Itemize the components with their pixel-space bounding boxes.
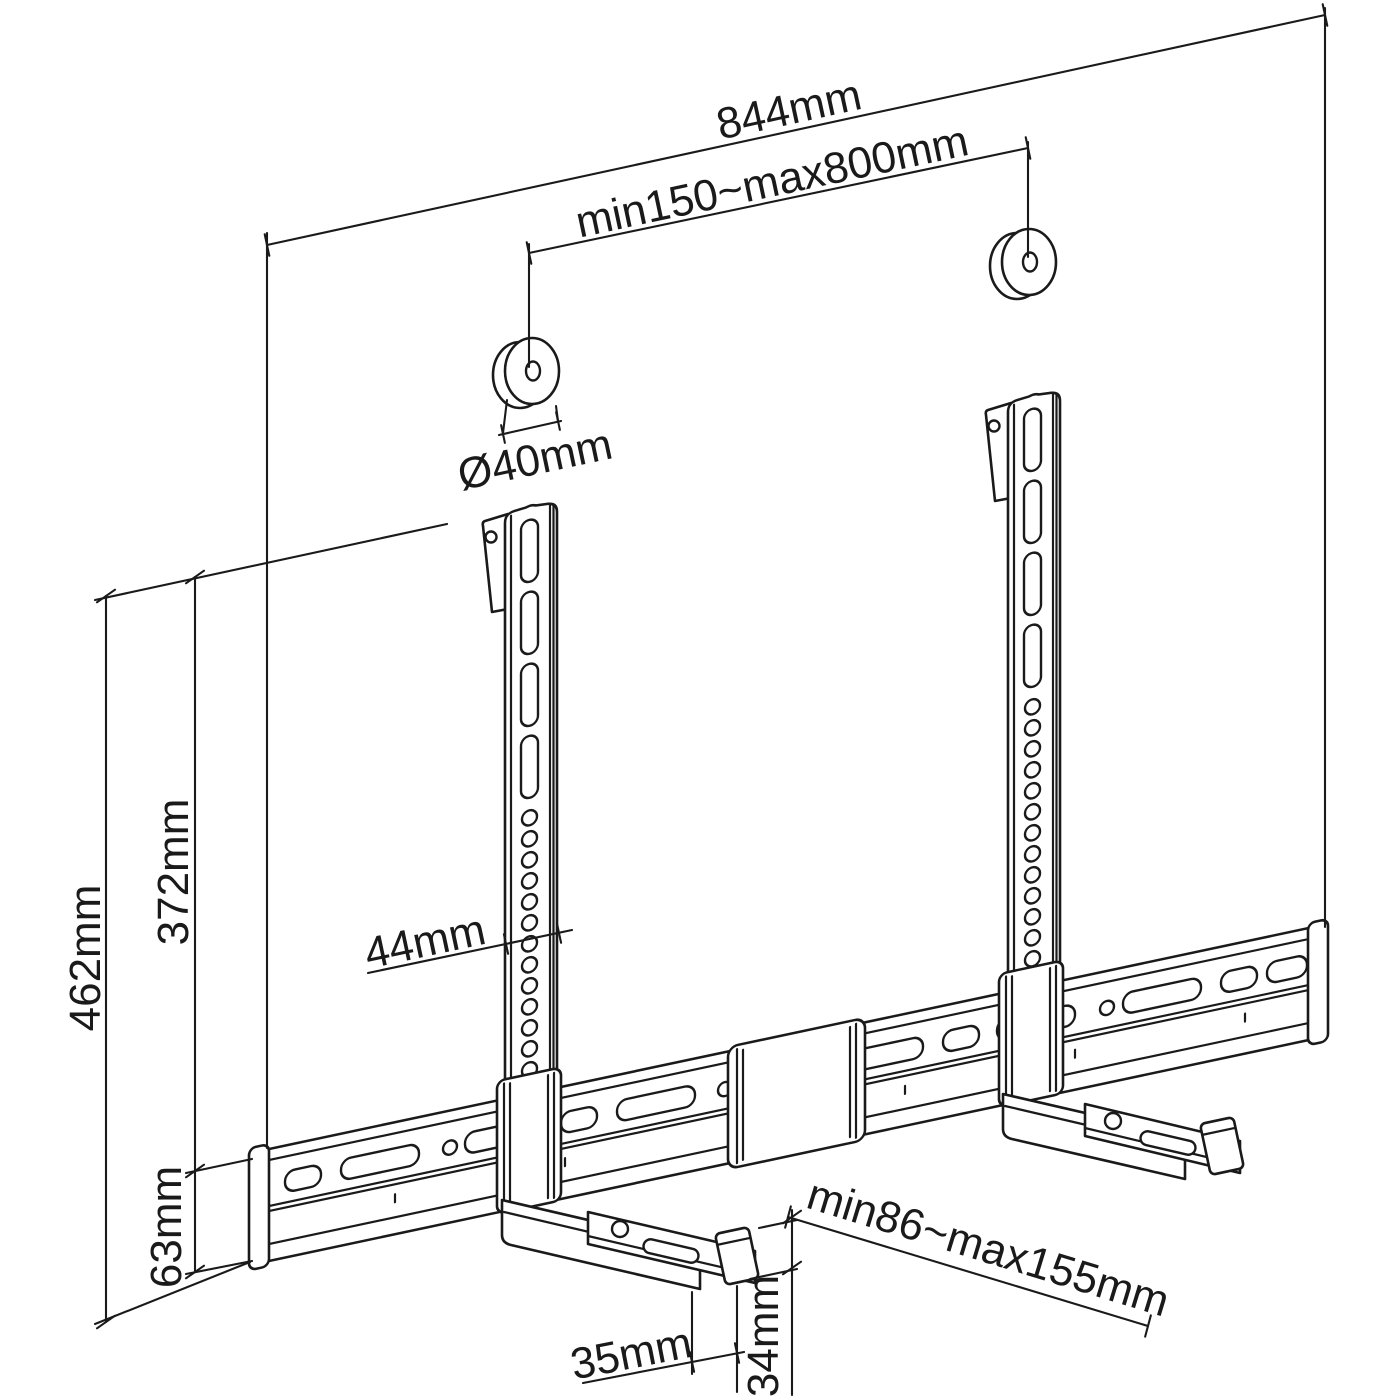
arm-left-slot [642, 1238, 700, 1264]
dim-label-bracket-height: 372mm [149, 799, 198, 946]
support-arm-right [1001, 1092, 1245, 1181]
dim-label-depth-range: min86~max155mm [802, 1170, 1175, 1327]
dim-label-arm-end-height: 34mm [739, 1275, 788, 1397]
bracket-right [1006, 391, 1062, 994]
arm-right-hole [1103, 1111, 1123, 1131]
arm-left-hole [610, 1219, 630, 1239]
dim-label-arm-end-width: 35mm [567, 1318, 696, 1389]
rail-end-cap-right [1306, 918, 1330, 1046]
dim-hole-spacing: min150~max800mm [525, 116, 1032, 369]
bracket-left-tab [481, 512, 510, 614]
clamp-right [997, 960, 1065, 1107]
dim-label-bracket-width: 44mm [360, 905, 490, 978]
dim-washer-diameter: Ø40mm [453, 398, 617, 500]
dim-label-total-height: 462mm [61, 885, 110, 1032]
bracket-right-tab [984, 401, 1013, 503]
dim-total-height: 462mm [61, 522, 449, 1330]
bracket-left [503, 502, 559, 1101]
center-sleeve [726, 1018, 867, 1169]
dim-arm-end-height: 34mm [739, 1208, 803, 1397]
dim-bracket-and-rail-height: 372mm 63mm [142, 569, 254, 1288]
washer-right [988, 227, 1058, 301]
bracket-right-holes [1023, 697, 1042, 989]
support-arm-left [500, 1198, 760, 1291]
dim-label-washer-diameter: Ø40mm [453, 420, 616, 500]
dim-arm-end-width: 35mm [567, 1284, 746, 1394]
rail-end-cap-left [247, 1144, 271, 1271]
washer-left [491, 336, 561, 410]
dim-label-overall-width: 844mm [712, 70, 866, 149]
arm-right-slot [1139, 1130, 1197, 1156]
dim-depth-range: min86~max155mm [784, 1170, 1175, 1338]
clamp-left [495, 1067, 563, 1214]
dim-label-rail-height: 63mm [142, 1166, 191, 1288]
